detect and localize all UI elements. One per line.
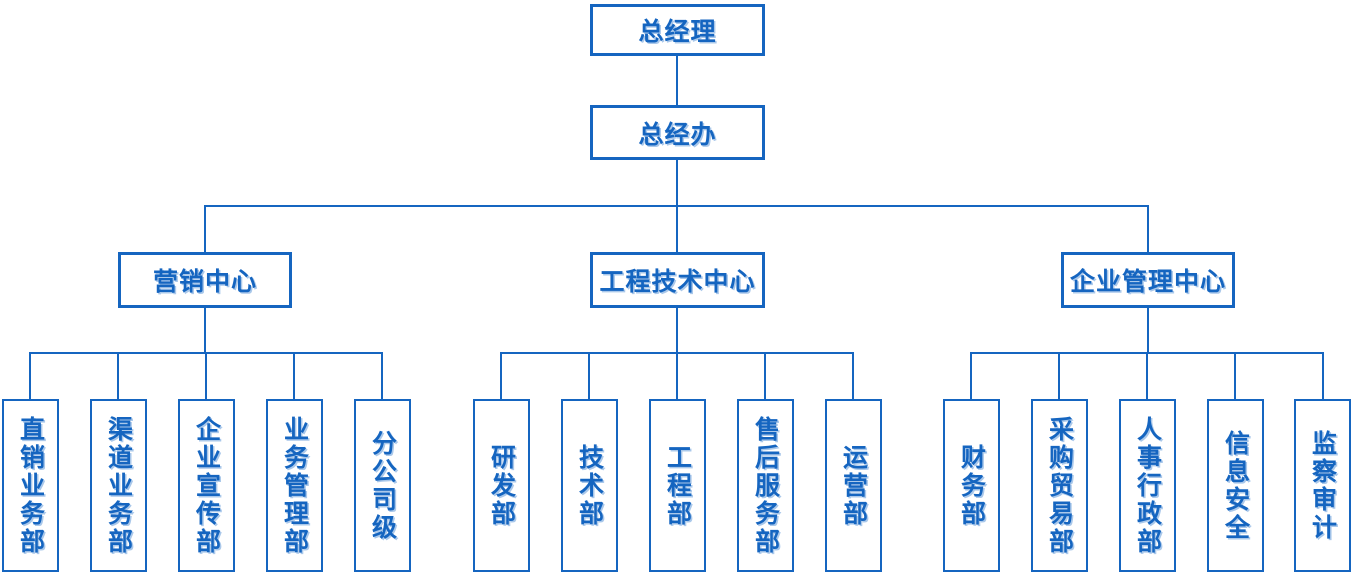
connector-line: [588, 352, 590, 399]
org-node-procurement-trade-dept: 采购贸易部: [1031, 399, 1088, 572]
org-node-label: 人事行政部: [1133, 415, 1162, 556]
org-node-label: 技术部: [575, 443, 604, 528]
connector-line: [293, 352, 295, 399]
connector-line: [1234, 352, 1236, 399]
connector-line: [1147, 308, 1149, 353]
org-node-direct-sales-dept: 直销业务部: [2, 399, 59, 572]
org-node-branch-company-level: 分公司级: [354, 399, 411, 572]
org-node-operations-dept: 运营部: [825, 399, 882, 572]
org-node-label: 分公司级: [368, 429, 397, 542]
org-node-label: 企业管理中心: [1069, 268, 1226, 296]
org-node-label: 业务管理部: [280, 415, 309, 556]
connector-line: [676, 308, 678, 353]
connector-line: [970, 352, 972, 399]
connector-line: [676, 56, 678, 105]
org-node-label: 工程技术中心: [599, 268, 756, 296]
org-node-gm-office: 总经办: [590, 105, 765, 160]
connector-line: [204, 205, 1149, 207]
org-node-label: 监察审计: [1308, 429, 1337, 542]
connector-line: [204, 308, 206, 353]
org-node-label: 采购贸易部: [1045, 415, 1074, 556]
org-node-channel-sales-dept: 渠道业务部: [90, 399, 147, 572]
connector-line: [1146, 352, 1148, 399]
org-node-label: 售后服务部: [751, 415, 780, 556]
connector-line: [852, 352, 854, 399]
org-node-corporate-publicity-dept: 企业宣传部: [178, 399, 235, 572]
org-node-label: 运营部: [839, 443, 868, 528]
connector-line: [117, 352, 119, 399]
org-node-finance-dept: 财务部: [943, 399, 1000, 572]
org-node-marketing-center: 营销中心: [118, 252, 292, 308]
org-node-label: 总经办: [638, 120, 717, 149]
org-node-label: 直销业务部: [16, 415, 45, 556]
org-node-label: 财务部: [957, 443, 986, 528]
org-node-technology-dept: 技术部: [561, 399, 618, 572]
connector-line: [29, 352, 31, 399]
connector-line: [1058, 352, 1060, 399]
org-node-label: 工程部: [663, 443, 692, 528]
org-node-enterprise-mgmt-center: 企业管理中心: [1061, 252, 1235, 308]
org-node-supervision-audit: 监察审计: [1294, 399, 1351, 572]
org-node-label: 企业宣传部: [192, 415, 221, 556]
org-node-label: 总经理: [638, 18, 717, 46]
connector-line: [676, 352, 678, 399]
org-node-general-manager: 总经理: [590, 4, 765, 56]
org-node-business-management-dept: 业务管理部: [266, 399, 323, 572]
org-node-label: 营销中心: [152, 268, 257, 296]
org-node-rd-dept: 研发部: [473, 399, 530, 572]
org-node-hr-admin-dept: 人事行政部: [1119, 399, 1176, 572]
org-node-engineering-dept: 工程部: [649, 399, 706, 572]
connector-line: [204, 205, 206, 252]
org-node-label: 研发部: [487, 443, 516, 528]
connector-line: [381, 352, 383, 399]
connector-line: [1322, 352, 1324, 399]
org-node-label: 渠道业务部: [104, 415, 133, 556]
org-node-after-sales-service-dept: 售后服务部: [737, 399, 794, 572]
org-node-label: 信息安全: [1221, 429, 1250, 542]
connector-line: [1147, 205, 1149, 252]
connector-line: [764, 352, 766, 399]
org-node-information-security: 信息安全: [1207, 399, 1264, 572]
connector-line: [205, 352, 207, 399]
org-node-engineering-center: 工程技术中心: [590, 252, 765, 308]
connector-line: [500, 352, 502, 399]
